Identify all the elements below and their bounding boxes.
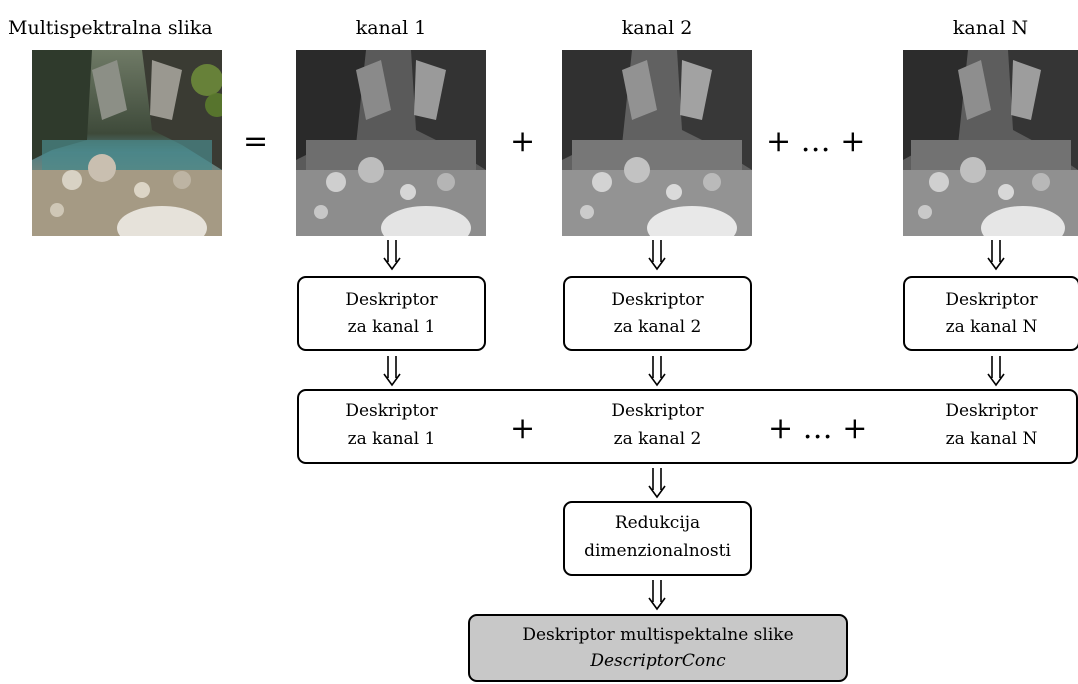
channel-n-descriptor-line2: za kanal N	[945, 317, 1038, 337]
output-line1: Deskriptor multispektalne slike	[522, 625, 794, 645]
double-down-arrow-icon	[383, 356, 401, 387]
concat-item-2-line1: Deskriptor	[611, 401, 704, 421]
output-descriptor-box: Deskriptor multispektalne slike Descript…	[468, 614, 848, 682]
double-down-arrow-icon	[383, 240, 401, 271]
channel-1-descriptor-box: Deskriptor za kanal 1	[297, 276, 486, 351]
double-down-arrow-icon	[648, 356, 666, 387]
channel-2-descriptor-line1: Deskriptor	[611, 290, 704, 310]
plus-sign-top-1: +	[510, 124, 536, 159]
plus-sign-concat: +	[510, 411, 536, 446]
double-down-arrow-icon	[648, 240, 666, 271]
channel-2-title: kanal 2	[621, 17, 693, 39]
ellipsis-plus-concat: + … +	[768, 411, 868, 446]
input-title: Multispektralna slika	[8, 17, 213, 39]
output-line2: DescriptorConc	[590, 651, 726, 671]
channel-1-image	[296, 50, 486, 236]
dimensionality-reduction-box: Redukcija dimenzionalnosti	[563, 501, 752, 576]
concatenation-box: Deskriptor za kanal 1 + Deskriptor za ka…	[297, 389, 1078, 464]
channel-n-descriptor-box: Deskriptor za kanal N	[903, 276, 1078, 351]
channel-n-title: kanal N	[952, 17, 1029, 39]
channel-2-descriptor-line2: za kanal 2	[613, 317, 702, 337]
channel-2-image	[562, 50, 752, 236]
double-down-arrow-icon	[648, 468, 666, 499]
channel-n-descriptor-line1: Deskriptor	[945, 290, 1038, 310]
concat-item-n-line2: za kanal N	[945, 429, 1038, 449]
concat-item-1-line2: za kanal 1	[347, 429, 436, 449]
concat-item-1-line1: Deskriptor	[345, 401, 438, 421]
equals-sign: =	[243, 124, 269, 159]
channel-1-descriptor-line1: Deskriptor	[345, 290, 438, 310]
reduction-line2: dimenzionalnosti	[584, 541, 731, 561]
double-down-arrow-icon	[648, 580, 666, 611]
input-color-image	[32, 50, 222, 236]
concat-item-2-line2: za kanal 2	[613, 429, 702, 449]
channel-2-descriptor-box: Deskriptor za kanal 2	[563, 276, 752, 351]
channel-1-title: kanal 1	[355, 17, 427, 39]
reduction-line1: Redukcija	[614, 513, 701, 533]
ellipsis-plus-top: + … +	[766, 124, 866, 159]
double-down-arrow-icon	[987, 240, 1005, 271]
channel-n-image	[903, 50, 1078, 236]
double-down-arrow-icon	[987, 356, 1005, 387]
concat-item-n-line1: Deskriptor	[945, 401, 1038, 421]
channel-1-descriptor-line2: za kanal 1	[347, 317, 436, 337]
